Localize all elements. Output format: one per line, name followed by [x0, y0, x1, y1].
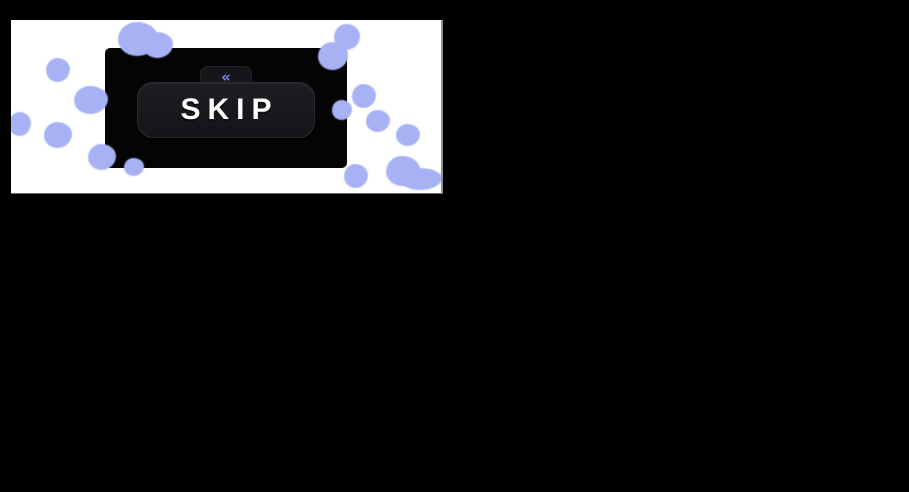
skip-button[interactable]: SKIP — [137, 82, 315, 138]
paint-blob — [400, 168, 441, 190]
paint-blob — [396, 124, 420, 146]
paint-blob — [44, 122, 72, 148]
game-canvas[interactable]: « SKIP — [11, 20, 443, 194]
paint-blob — [46, 58, 70, 82]
paint-blob — [352, 84, 376, 108]
paint-blob — [386, 156, 420, 186]
paint-blob — [74, 86, 108, 114]
paint-blob — [334, 24, 360, 50]
skip-panel: « SKIP — [105, 48, 347, 168]
paint-blob — [11, 112, 31, 136]
skip-button-label: SKIP — [180, 93, 279, 126]
paint-blob — [366, 110, 390, 132]
paint-blob — [344, 164, 368, 188]
double-chevron-left-icon: « — [221, 67, 231, 86]
